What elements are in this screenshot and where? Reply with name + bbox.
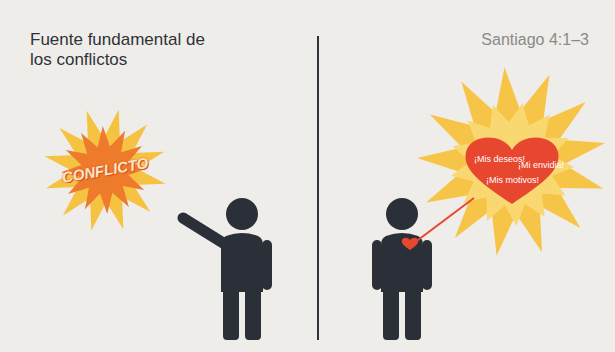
starburst-core [451, 103, 574, 226]
leader-line [414, 198, 474, 243]
divider-line [317, 36, 319, 340]
person-pointing [183, 198, 272, 340]
scripture-reference: Santiago 4:1–3 [481, 30, 589, 50]
motives-text: ¡Mis motivos! [486, 175, 539, 185]
conflict-burst: CONFLICTO [40, 110, 170, 230]
envy-text: ¡Mi envidia! [518, 160, 564, 170]
starburst [417, 67, 605, 255]
person-heart [372, 198, 432, 340]
chest-heart [402, 238, 418, 250]
heart-shape: ¡Mis deseos!¡Mi envidia! ¡Mis motivos! [462, 132, 562, 206]
slide-title: Fuente fundamental de los conflictos [30, 30, 230, 70]
desire-text: ¡Mis deseos! [474, 154, 525, 164]
